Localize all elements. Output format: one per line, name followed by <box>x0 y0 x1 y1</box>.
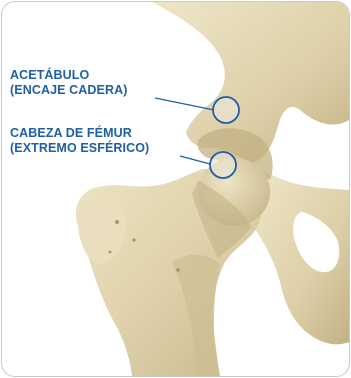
acetabulum-leader-line <box>155 98 214 110</box>
bone-texture-dot <box>115 220 119 224</box>
bone-texture-dot <box>109 251 112 254</box>
acetabulum-marker <box>213 97 239 123</box>
femoral-head-leader-line <box>180 156 210 164</box>
femoral-head-label: CABEZA DE FÉMUR (EXTREMO ESFÉRICO) <box>10 126 149 156</box>
femoral-head-marker <box>210 152 236 178</box>
femoral-head-label-line2: (EXTREMO ESFÉRICO) <box>10 141 149 156</box>
acetabulum-label-line2: (ENCAJE CADERA) <box>10 83 127 98</box>
bone-texture-dot <box>176 268 180 272</box>
acetabulum-label: ACETÁBULO (ENCAJE CADERA) <box>10 68 127 98</box>
acetabulum-label-line1: ACETÁBULO <box>10 68 127 83</box>
bone-texture-dot <box>132 238 135 241</box>
hip-joint-illustration <box>2 2 349 376</box>
femoral-head-label-line1: CABEZA DE FÉMUR <box>10 126 149 141</box>
